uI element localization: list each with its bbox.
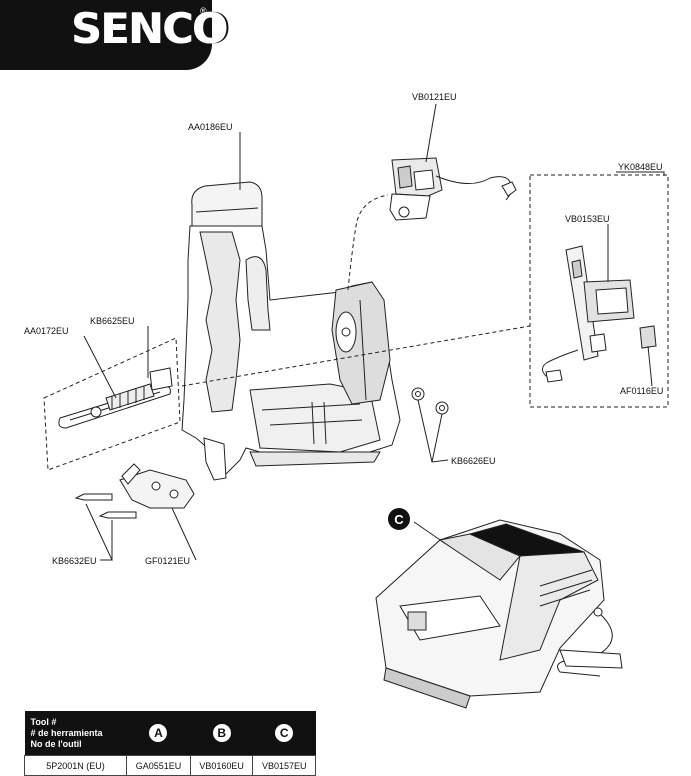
cell-tool-number: 5P2001N (EU) [24, 755, 127, 776]
badge-b: B [212, 724, 231, 742]
callout-c-letter: C [394, 512, 404, 527]
control-board [542, 245, 657, 383]
cell-c: VB0157EU [252, 755, 316, 776]
label-kb6625: KB6625EU [90, 316, 135, 326]
leader-lines [83, 103, 665, 561]
badge-c: C [275, 724, 294, 742]
leader-dashed-center [181, 325, 531, 387]
badge-a: A [149, 724, 168, 742]
label-yk0848: YK0848EU [618, 162, 663, 172]
callout-c-badge [388, 508, 410, 530]
label-gf0121: GF0121EU [145, 556, 190, 566]
logo-banner: SENCO ® [0, 0, 229, 70]
battery-charger [375, 519, 623, 709]
table-header-a: A [126, 711, 191, 756]
label-vb0121: VB0121EU [412, 92, 457, 102]
table-row: 5P2001N (EU) GA0551EU VB0160EU VB0157EU [24, 755, 316, 776]
depth-adjust-parts [58, 367, 173, 429]
leader-dashed-trigger [347, 194, 389, 291]
label-aa0186: AA0186EU [188, 122, 233, 132]
label-kb6632: KB6632EU [52, 556, 97, 566]
label-vb0153: VB0153EU [565, 214, 610, 224]
tool-reference-table: Tool # # de herramienta No de l'outil A … [24, 711, 316, 776]
screws [74, 493, 137, 519]
belt-hook-bracket [119, 463, 195, 509]
header-line-2: # de herramienta [30, 727, 103, 738]
label-aa0172: AA0172EU [24, 326, 69, 336]
nuts [411, 387, 449, 415]
senco-logo: SENCO [72, 4, 229, 53]
header-line-1: Tool # [30, 716, 57, 727]
table-header-b: B [190, 711, 253, 756]
table-header-tool: Tool # # de herramienta No de l'outil [24, 711, 127, 756]
cell-a: GA0551EU [126, 755, 191, 776]
label-kb6626: KB6626EU [451, 456, 496, 466]
electronics-group-box [529, 174, 669, 408]
switch-assembly [389, 157, 517, 221]
depth-adjust-group-box [43, 337, 181, 471]
header-line-3: No de l'outil [30, 738, 82, 749]
label-af0116: AF0116EU [620, 386, 663, 396]
registered-mark: ® [200, 6, 207, 16]
cell-b: VB0160EU [189, 755, 254, 776]
tool-housing [181, 181, 401, 481]
table-header-c: C [252, 711, 316, 756]
